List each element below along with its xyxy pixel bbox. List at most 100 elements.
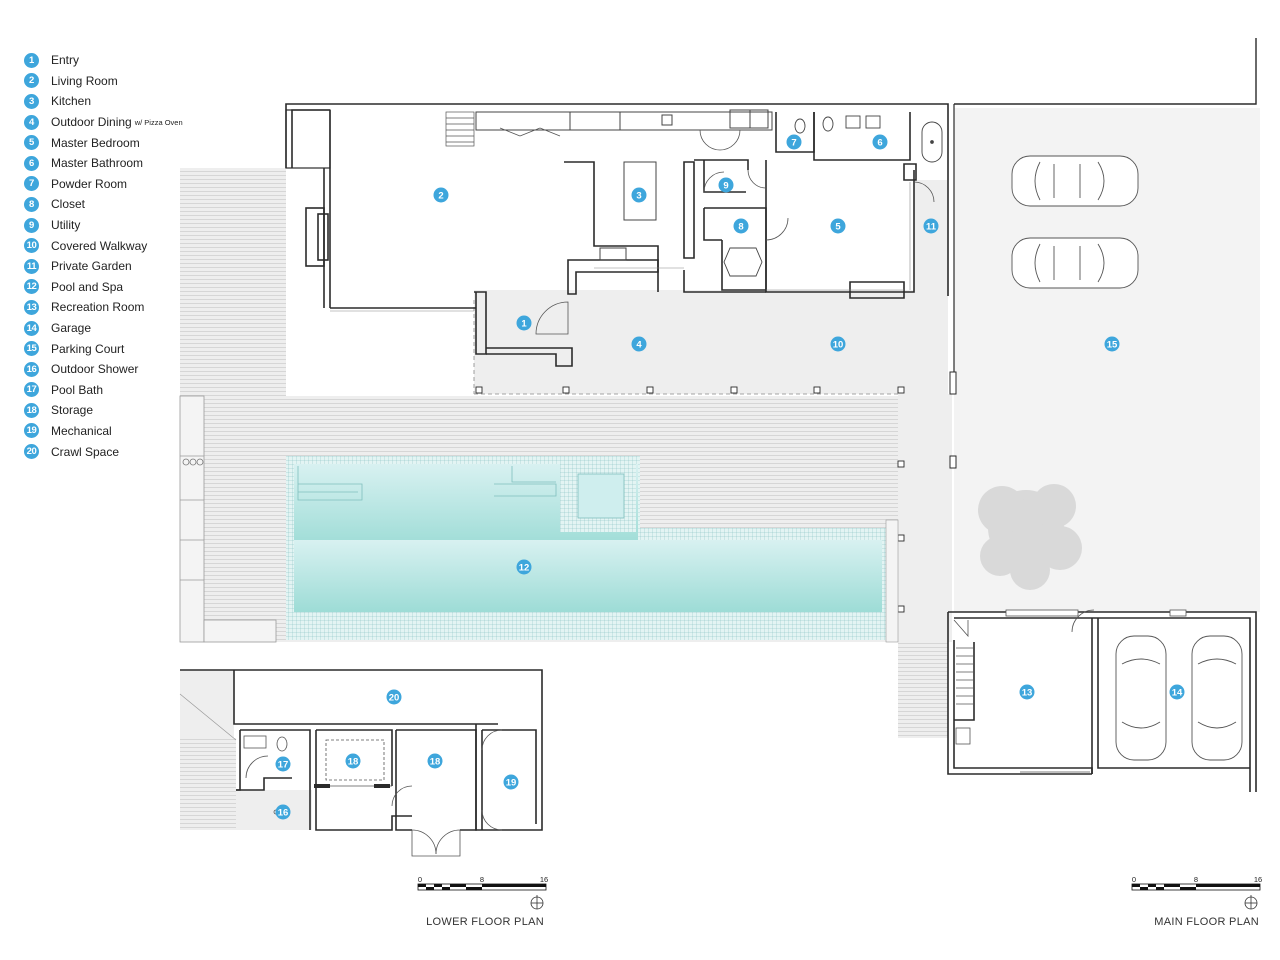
legend-label: Pool Bath xyxy=(51,382,104,397)
legend-number-badge: 2 xyxy=(24,73,39,89)
legend-number-badge: 20 xyxy=(24,444,39,460)
north-arrow-icon xyxy=(530,895,544,910)
room-marker: 4 xyxy=(631,336,647,352)
legend-label: Closet xyxy=(51,197,86,212)
legend-label: Storage xyxy=(51,403,94,418)
garage-walls xyxy=(947,611,1257,792)
lower-room-markers: 16 17 18 18 19 20 xyxy=(275,689,519,820)
kitchen-counters xyxy=(475,109,773,261)
pool-steps xyxy=(297,466,557,501)
room-marker: 14 xyxy=(1169,684,1185,700)
room-marker: 18 xyxy=(427,753,443,769)
legend-number-badge: 18 xyxy=(24,402,39,418)
scale-tick-label: 0 xyxy=(418,875,422,884)
svg-text:9: 9 xyxy=(723,181,728,192)
legend-label: Garage xyxy=(51,321,92,336)
legend-label: Utility xyxy=(51,218,81,233)
main-room-markers: 1 2 3 4 5 6 7 8 9 10 11 12 13 14 15 xyxy=(433,134,1185,700)
legend-number-badge: 16 xyxy=(24,361,39,377)
plan-caption: LOWER FLOOR PLAN xyxy=(426,916,544,928)
legend-number-badge: 10 xyxy=(24,238,39,254)
spa xyxy=(577,473,625,519)
svg-text:7: 7 xyxy=(791,138,796,149)
car-icon xyxy=(1011,237,1139,289)
legend-item: 10 Covered Walkway xyxy=(24,235,183,256)
legend-label: Master Bedroom xyxy=(51,135,140,150)
legend-item: 5 Master Bedroom xyxy=(24,132,183,153)
living-room-stair xyxy=(445,111,475,147)
svg-text:2: 2 xyxy=(438,191,443,202)
room-marker: 6 xyxy=(872,134,888,150)
svg-text:3: 3 xyxy=(636,191,641,202)
svg-text:16: 16 xyxy=(278,808,289,819)
svg-text:1: 1 xyxy=(521,319,527,330)
lower-floor-plan: 16 17 18 18 19 20 xyxy=(179,669,543,857)
north-arrow-icon xyxy=(1244,895,1258,910)
legend-label: Private Garden xyxy=(51,259,132,274)
legend-number-badge: 15 xyxy=(24,341,39,357)
legend-label: Outdoor Dining xyxy=(51,115,132,130)
lower-plan-scale: 0 8 16 LOWER FLOOR PLAN xyxy=(417,875,548,928)
tree xyxy=(978,484,1082,590)
lower-deck xyxy=(180,738,236,830)
legend-item: 16 Outdoor Shower xyxy=(24,359,183,380)
car-icon xyxy=(1191,635,1243,761)
legend-number-badge: 5 xyxy=(24,135,39,151)
legend-item: 18 Storage xyxy=(24,400,183,421)
main-floor-plan: 1 2 3 4 5 6 7 8 9 10 11 12 13 14 15 xyxy=(179,38,1260,792)
legend-item: 19 Mechanical xyxy=(24,421,183,442)
garden-path xyxy=(914,180,948,394)
lower-walls xyxy=(180,669,543,831)
house-walls xyxy=(285,103,949,367)
room-marker: 5 xyxy=(830,218,846,234)
svg-text:18: 18 xyxy=(348,757,359,768)
glazing xyxy=(330,182,911,312)
svg-text:20: 20 xyxy=(389,693,400,704)
scale-tick-label: 16 xyxy=(1254,875,1262,884)
legend-label: Pool and Spa xyxy=(51,279,124,294)
legend-number-badge: 6 xyxy=(24,155,39,171)
room-marker: 2 xyxy=(433,187,449,203)
room-marker: 1 xyxy=(516,315,532,331)
svg-text:12: 12 xyxy=(519,563,530,574)
legend-label: Covered Walkway xyxy=(51,238,148,253)
legend-number-badge: 17 xyxy=(24,382,39,398)
pool-water xyxy=(294,540,882,612)
legend-number-badge: 8 xyxy=(24,196,39,212)
room-marker: 3 xyxy=(631,187,647,203)
legend-number-badge: 1 xyxy=(24,52,39,68)
main-plan-scale: 0 8 16 MAIN FLOOR PLAN xyxy=(1131,875,1262,928)
room-marker: 11 xyxy=(923,218,939,234)
legend-label: Kitchen xyxy=(51,94,92,109)
svg-text:4: 4 xyxy=(636,340,642,351)
room-marker: 7 xyxy=(786,134,802,150)
room-marker: 15 xyxy=(1104,336,1120,352)
room-marker: 16 xyxy=(275,804,291,820)
svg-text:8: 8 xyxy=(738,222,743,233)
parked-cars xyxy=(1011,155,1139,289)
legend-number-badge: 11 xyxy=(24,258,39,274)
legend-label: Recreation Room xyxy=(51,300,145,315)
bath-fixtures xyxy=(723,115,943,277)
legend-number-badge: 19 xyxy=(24,423,39,439)
legend-item: 11 Private Garden xyxy=(24,256,183,277)
plan-caption: MAIN FLOOR PLAN xyxy=(1154,916,1259,928)
legend-label: Outdoor Shower xyxy=(51,362,139,377)
legend-number-badge: 9 xyxy=(24,217,39,233)
legend-label: Entry xyxy=(51,53,80,68)
scale-tick-label: 0 xyxy=(1132,875,1136,884)
legend-label: Parking Court xyxy=(51,341,125,356)
room-marker: 13 xyxy=(1019,684,1035,700)
room-marker: 8 xyxy=(733,218,749,234)
legend-label: Mechanical xyxy=(51,423,112,438)
scale-tick-label: 16 xyxy=(540,875,548,884)
